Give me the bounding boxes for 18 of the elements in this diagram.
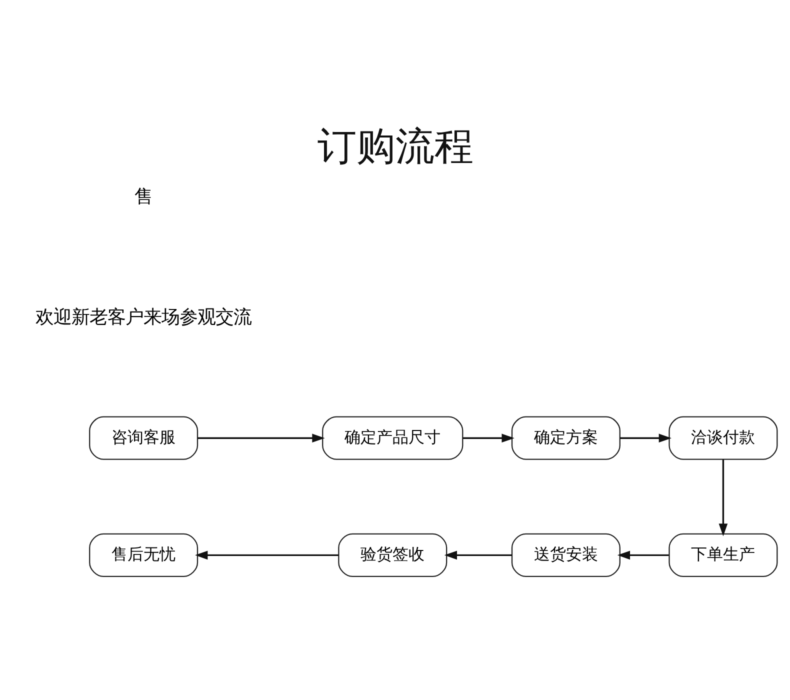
arrow — [616, 550, 668, 560]
arrow — [194, 550, 338, 560]
node-box: 确定产品尺寸 — [322, 416, 463, 460]
node-box: 确定方案 — [510, 416, 620, 460]
label: 欢迎新老客户来场参观交流 — [35, 307, 252, 328]
node-box: 售后无忧 — [88, 533, 198, 577]
label: 售 — [134, 186, 152, 208]
arrow — [462, 434, 514, 443]
arrow — [197, 434, 324, 443]
node-box: 验货签收 — [338, 533, 447, 577]
arrow — [444, 550, 512, 560]
diagram-title: 订购流程 — [317, 124, 473, 170]
node-box: 下单生产 — [668, 533, 778, 577]
arrow — [620, 434, 671, 443]
node-box: 送货安装 — [510, 533, 620, 577]
node-box: 洽谈付款 — [668, 416, 778, 460]
node-box: 咨询客服 — [88, 416, 198, 460]
arrow — [718, 459, 728, 536]
